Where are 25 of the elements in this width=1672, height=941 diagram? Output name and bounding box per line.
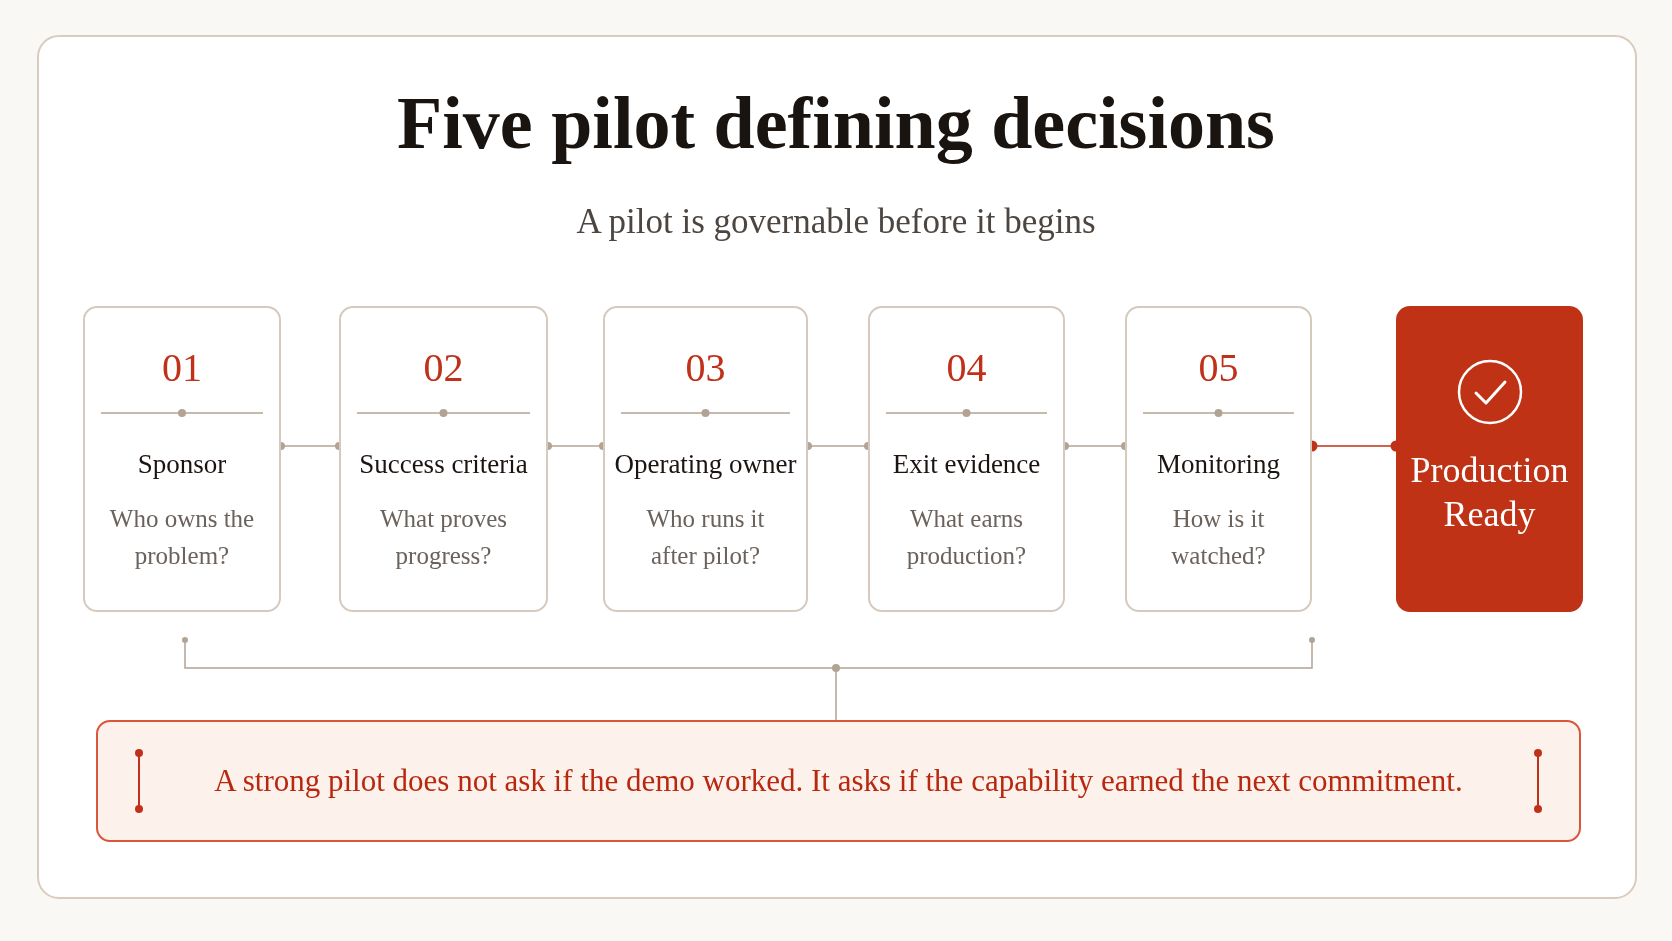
step-number: 05 (1198, 348, 1239, 388)
callout-text: A strong pilot does not ask if the demo worked. It asks if the capability earned the next commitment. (214, 761, 1463, 800)
step-question: Who owns the problem? (108, 503, 256, 571)
callout-box (96, 720, 1581, 842)
step-title: Sponsor (137, 448, 227, 481)
step-number: 04 (946, 348, 987, 388)
step-card (1125, 306, 1312, 612)
step-title: Operating owner (614, 448, 797, 481)
step-card (339, 306, 548, 612)
subtitle: A pilot is governable before it begins (576, 201, 1096, 243)
step-question: What proves progress? (378, 503, 508, 571)
step-card (868, 306, 1065, 612)
step-number: 03 (685, 348, 726, 388)
step-number: 02 (423, 348, 464, 388)
step-card (83, 306, 281, 612)
step-title: Success criteria (359, 448, 528, 481)
step-question: What earns production? (905, 503, 1028, 571)
step-title: Exit evidence (892, 448, 1041, 481)
step-number: 01 (162, 348, 202, 388)
step-card (603, 306, 808, 612)
step-title: Monitoring (1157, 448, 1280, 481)
step-question: How is it watched? (1170, 503, 1267, 571)
result-label: Production Ready (1409, 449, 1570, 536)
result-card (1396, 306, 1583, 612)
step-question: Who runs it after pilot? (645, 503, 766, 571)
